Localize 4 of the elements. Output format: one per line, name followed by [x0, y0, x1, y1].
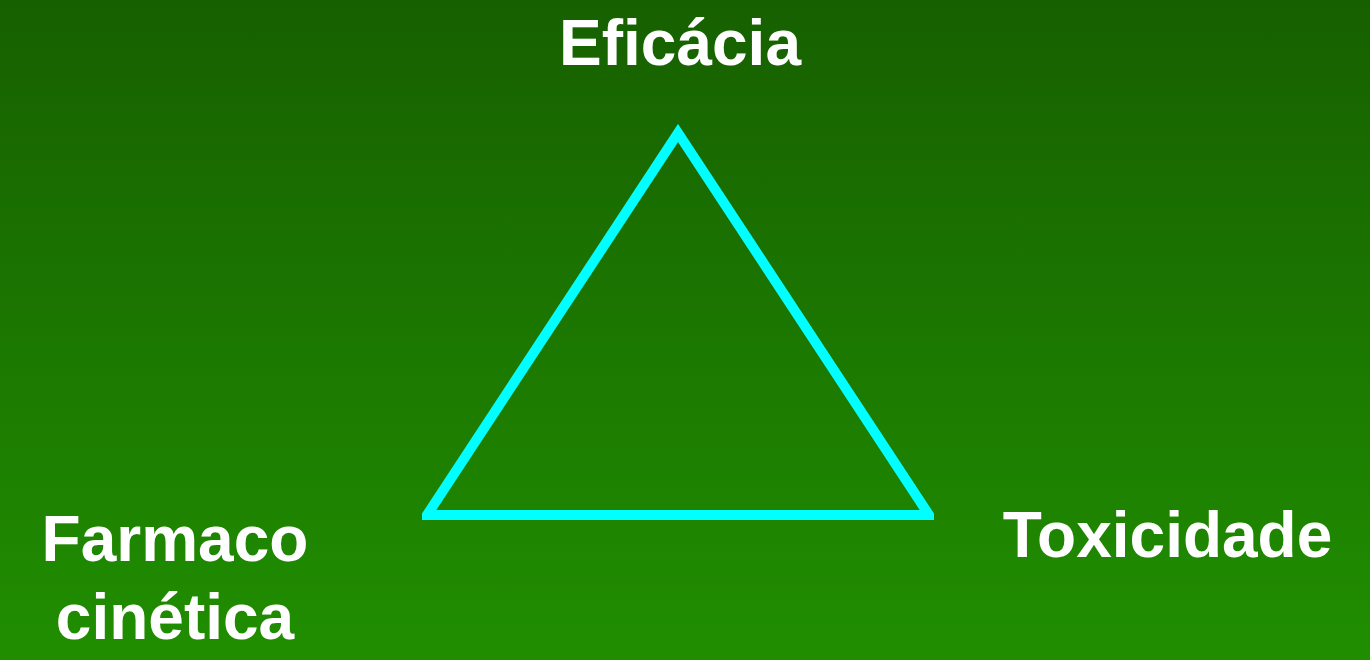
- vertex-label: Farmaco cinética: [40, 502, 310, 655]
- triangle-outline: [422, 124, 934, 520]
- vertex-label: Eficácia: [558, 6, 803, 81]
- vertex-label: Toxicidade: [1001, 498, 1334, 573]
